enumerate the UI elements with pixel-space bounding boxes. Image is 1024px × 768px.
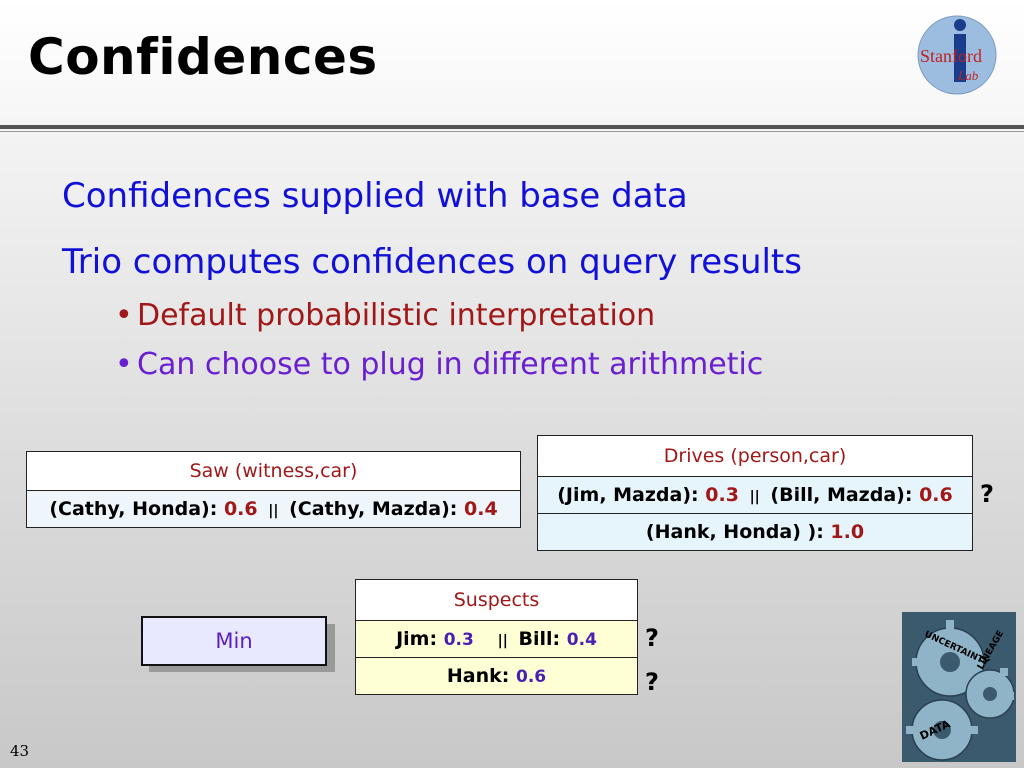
suspects-row-1: Jim: 0.3 || Bill: 0.4 (355, 620, 638, 658)
logo-word: Stanford (920, 46, 982, 66)
drives-row-1: (Jim, Mazda): 0.3 || (Bill, Mazda): 0.6 (537, 476, 973, 514)
min-box: Min (141, 616, 327, 666)
suspects-hank-conf: 0.6 (515, 667, 547, 687)
slide-header (0, 0, 1024, 125)
drives-b-conf: 0.6 (919, 484, 953, 506)
min-label: Min (215, 629, 253, 653)
drives-separator: || (749, 489, 760, 505)
sub-bullet-default: •Default probabilistic interpretation (115, 298, 655, 333)
drives-row-2: (Hank, Honda) ): 1.0 (537, 513, 973, 551)
question-mark-drives: ? (980, 480, 994, 508)
stanford-infolab-logo-icon: Stanford Lab (917, 15, 997, 95)
header-rule-thin (0, 131, 1024, 132)
question-mark-suspects-2: ? (645, 668, 659, 696)
drives-table: Drives (person,car) (Jim, Mazda): 0.3 ||… (537, 435, 973, 551)
bullet-trio-computes: Trio computes confidences on query resul… (62, 242, 802, 282)
sub-bullet-arithmetic-text: Can choose to plug in different arithmet… (137, 347, 764, 382)
uncertainty-lineage-data-gears-icon: UNCERTAINTY LINEAGE DATA (902, 612, 1016, 762)
drives-b-label: (Bill, Mazda): (770, 484, 913, 506)
saw-row: (Cathy, Honda): 0.6 || (Cathy, Mazda): 0… (26, 490, 521, 528)
saw-separator: || (268, 503, 279, 519)
saw-a-label: (Cathy, Honda): (49, 498, 218, 520)
sub-bullet-default-text: Default probabilistic interpretation (137, 298, 656, 333)
bullet-confidences-supplied: Confidences supplied with base data (62, 176, 688, 216)
drives-a-conf: 0.3 (705, 484, 739, 506)
bullet-dot-icon: • (115, 298, 133, 333)
saw-table: Saw (witness,car) (Cathy, Honda): 0.6 ||… (26, 451, 521, 528)
suspects-header: Suspects (355, 579, 638, 621)
slide-title: Confidences (28, 28, 378, 86)
suspects-hank-label: Hank: (446, 665, 510, 687)
question-mark-suspects-1: ? (645, 624, 659, 652)
drives-hank-conf: 1.0 (830, 521, 865, 543)
header-rule (0, 125, 1024, 129)
suspects-separator: || (497, 633, 508, 649)
suspects-bill-conf: 0.4 (566, 630, 597, 650)
saw-b-conf: 0.4 (464, 498, 498, 520)
suspects-table: Suspects Jim: 0.3 || Bill: 0.4 Hank: 0.6 (355, 579, 638, 695)
bullet-dot-icon: • (115, 347, 133, 382)
saw-a-conf: 0.6 (223, 498, 258, 520)
suspects-row-2: Hank: 0.6 (355, 657, 638, 695)
drives-a-label: (Jim, Mazda): (557, 484, 699, 506)
drives-hank-label: (Hank, Honda) ): (645, 521, 824, 543)
saw-header: Saw (witness,car) (26, 451, 521, 491)
sub-bullet-arithmetic: •Can choose to plug in different arithme… (115, 347, 763, 382)
page-number: 43 (10, 742, 30, 760)
drives-header: Drives (person,car) (537, 435, 973, 477)
suspects-jim-conf: 0.3 (443, 630, 474, 650)
suspects-jim-label: Jim: (396, 628, 438, 650)
suspects-bill-label: Bill: (518, 628, 561, 650)
saw-b-label: (Cathy, Mazda): (289, 498, 458, 520)
logo-word-2: Lab (957, 68, 979, 83)
